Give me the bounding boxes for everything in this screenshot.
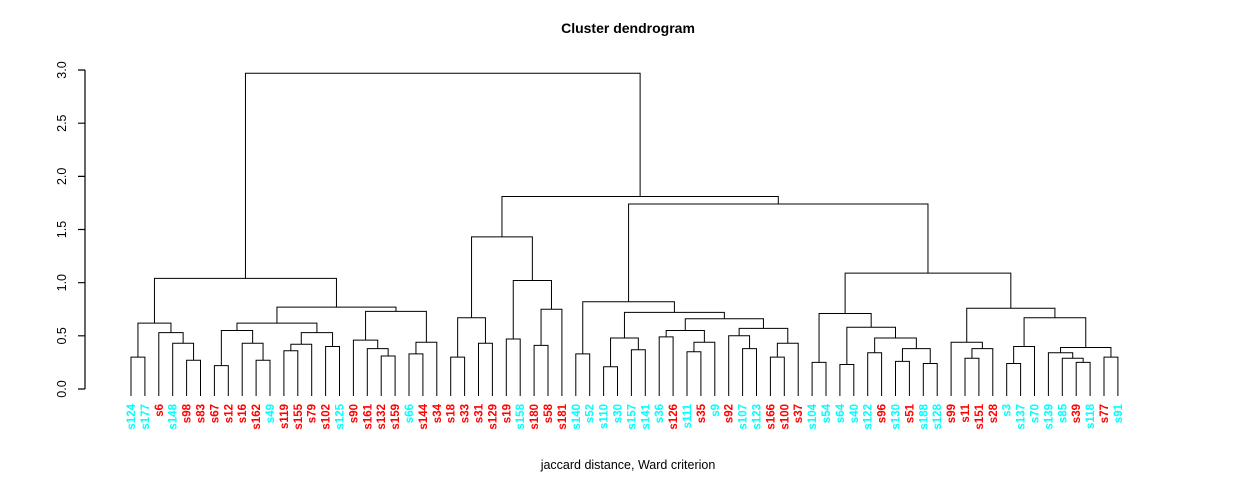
- dendrogram-lines: [130, 72, 1119, 396]
- leaf-label-s158: s158: [515, 403, 527, 429]
- leaf-label-s188: s188: [918, 403, 930, 429]
- leaf-label-s159: s159: [390, 404, 402, 430]
- leaf-label-s151: s151: [974, 403, 986, 429]
- y-tick-label: 2.5: [55, 114, 69, 131]
- leaf-label-s157: s157: [626, 404, 638, 430]
- leaf-label-s148: s148: [168, 403, 180, 429]
- leaf-label-s90: s90: [348, 404, 360, 423]
- leaf-label-s181: s181: [557, 403, 569, 429]
- leaf-label-s30: s30: [613, 404, 625, 423]
- leaf-label-s177: s177: [140, 404, 152, 430]
- leaf-label-s77: s77: [1099, 404, 1111, 423]
- y-tick-label: 3.0: [55, 61, 69, 78]
- leaf-label-s64: s64: [835, 403, 847, 423]
- leaf-label-s19: s19: [501, 404, 513, 423]
- leaf-label-s37: s37: [793, 404, 805, 423]
- y-tick-label: 1.5: [55, 221, 69, 238]
- leaf-label-s67: s67: [209, 404, 221, 423]
- leaf-label-s128: s128: [932, 403, 944, 429]
- leaf-label-s96: s96: [877, 404, 889, 423]
- leaf-label-s99: s99: [946, 404, 958, 423]
- y-axis: [78, 69, 86, 390]
- leaf-label-s126: s126: [668, 404, 680, 430]
- leaf-label-s129: s129: [487, 404, 499, 430]
- leaf-label-s104: s104: [807, 403, 819, 429]
- leaf-label-s66: s66: [404, 404, 416, 423]
- leaf-label-s132: s132: [376, 404, 388, 430]
- leaf-label-s36: s36: [654, 404, 666, 423]
- leaf-label-s98: s98: [182, 403, 194, 423]
- leaf-label-s139: s139: [1043, 404, 1055, 430]
- leaf-label-s118: s118: [1085, 403, 1097, 429]
- y-tick-label: 2.0: [55, 168, 69, 185]
- leaf-label-s162: s162: [251, 404, 263, 430]
- leaf-label-s31: s31: [474, 403, 486, 423]
- leaf-label-s3: s3: [1002, 404, 1014, 417]
- leaf-label-s16: s16: [237, 404, 249, 423]
- leaf-label-s28: s28: [988, 403, 1000, 423]
- y-tick-label: 0.5: [55, 327, 69, 344]
- leaf-label-s124: s124: [126, 403, 138, 429]
- leaf-label-s155: s155: [293, 403, 305, 429]
- leaf-label-s102: s102: [321, 404, 333, 430]
- leaf-label-s166: s166: [765, 404, 777, 430]
- leaf-label-s180: s180: [529, 404, 541, 430]
- leaf-label-s18: s18: [446, 403, 458, 423]
- leaf-label-s122: s122: [863, 404, 875, 430]
- leaf-label-s11: s11: [960, 403, 972, 422]
- x-axis-label: jaccard distance, Ward criterion: [540, 458, 716, 472]
- leaf-label-s140: s140: [571, 404, 583, 430]
- leaf-label-s83: s83: [196, 404, 208, 423]
- leaf-label-s119: s119: [279, 404, 291, 429]
- leaf-label-s91: s91: [1113, 403, 1125, 423]
- leaf-label-s6: s6: [154, 404, 166, 417]
- leaf-label-s35: s35: [696, 403, 708, 423]
- leaf-label-s130: s130: [891, 404, 903, 430]
- y-tick-label: 1.0: [55, 274, 69, 291]
- leaf-label-s111: s111: [682, 403, 694, 428]
- leaf-label-s58: s58: [543, 403, 555, 423]
- leaf-label-s33: s33: [460, 404, 472, 423]
- y-tick-label: 0.0: [55, 380, 69, 397]
- leaf-label-s51: s51: [904, 403, 916, 423]
- leaf-label-s92: s92: [724, 404, 736, 423]
- leaf-label-s12: s12: [223, 404, 235, 423]
- leaf-label-s144: s144: [418, 403, 430, 429]
- leaf-label-s39: s39: [1071, 404, 1083, 423]
- leaf-label-s137: s137: [1016, 404, 1028, 430]
- leaf-label-s40: s40: [849, 404, 861, 423]
- leaf-label-s34: s34: [432, 403, 444, 423]
- leaf-label-s141: s141: [640, 403, 652, 429]
- leaf-label-s125: s125: [335, 403, 347, 429]
- leaf-label-s110: s110: [599, 404, 611, 429]
- chart-title: Cluster dendrogram: [561, 20, 695, 36]
- leaf-label-s107: s107: [738, 404, 750, 430]
- leaf-label-s85: s85: [1057, 403, 1069, 423]
- leaf-label-s49: s49: [265, 404, 277, 423]
- leaf-label-s9: s9: [710, 404, 722, 417]
- leaf-label-s54: s54: [821, 403, 833, 423]
- leaf-label-s123: s123: [752, 404, 764, 430]
- leaf-label-s100: s100: [779, 404, 791, 430]
- leaf-label-s161: s161: [362, 403, 374, 429]
- leaf-label-s70: s70: [1030, 404, 1042, 423]
- leaf-label-s79: s79: [307, 404, 319, 423]
- leaf-label-s52: s52: [585, 404, 597, 423]
